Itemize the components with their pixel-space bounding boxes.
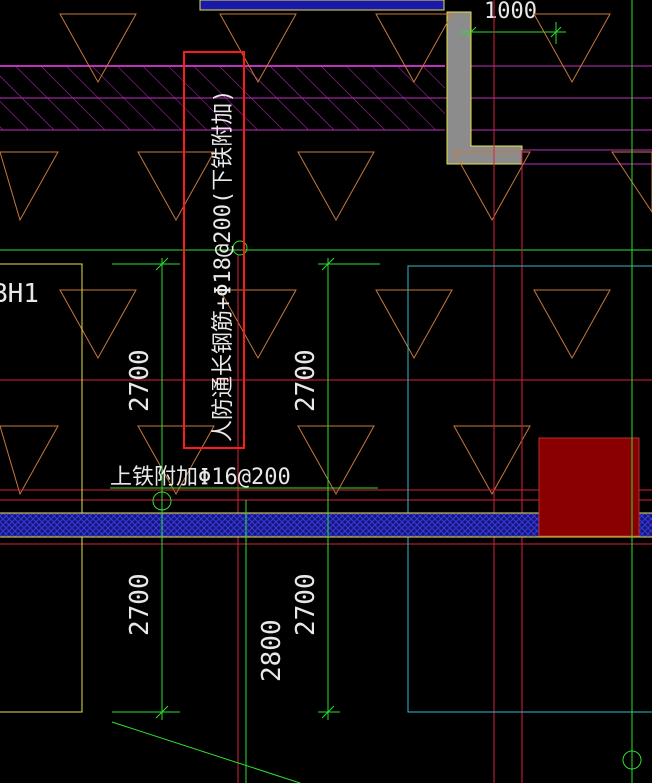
selection-highlight[interactable] xyxy=(183,51,245,449)
upper-rebar-note: 上铁附加Φ16@200 xyxy=(110,465,291,490)
rebar-note-vertical: 人防通长钢筋+Φ18@200(下铁附加) xyxy=(211,90,236,442)
magenta-hatch-band xyxy=(0,65,652,165)
top-dim-label: 1000 xyxy=(484,0,537,24)
triangle-mark xyxy=(219,289,297,360)
dim-label-lower-right: 2700 xyxy=(291,573,321,636)
triangle-mark xyxy=(453,425,531,496)
triangle-mark xyxy=(453,151,531,222)
top-blue-strip xyxy=(199,0,445,11)
triangle-mark xyxy=(297,425,375,496)
triangle-mark xyxy=(219,13,297,84)
triangle-mark xyxy=(59,289,137,360)
top-dimension xyxy=(460,22,566,44)
yellow-outline xyxy=(0,263,83,713)
grid-bubble xyxy=(622,750,642,770)
dark-red-block xyxy=(538,437,640,537)
dim-label-lower-mid: 2800 xyxy=(257,619,287,682)
triangle-symbols xyxy=(0,13,652,496)
beam-tag-label: BH1 xyxy=(0,279,39,309)
triangle-mark xyxy=(0,425,59,496)
triangle-mark xyxy=(533,289,611,360)
grid-bubble xyxy=(152,491,172,511)
cyan-outline xyxy=(407,265,652,713)
triangle-mark xyxy=(0,151,59,222)
green-dimensions xyxy=(110,0,633,783)
triangle-mark xyxy=(297,151,375,222)
triangle-mark xyxy=(375,289,453,360)
triangle-mark xyxy=(375,13,453,84)
dim-label-lower-left: 2700 xyxy=(125,573,155,636)
triangle-mark xyxy=(137,425,215,496)
dim-label-upper-left: 2700 xyxy=(125,349,155,412)
triangle-mark xyxy=(533,13,611,84)
triangle-mark xyxy=(137,151,215,222)
grid-bubble xyxy=(232,240,248,256)
dim-label-upper-right: 2700 xyxy=(291,349,321,412)
gray-column xyxy=(446,11,523,165)
triangle-mark xyxy=(59,13,137,84)
